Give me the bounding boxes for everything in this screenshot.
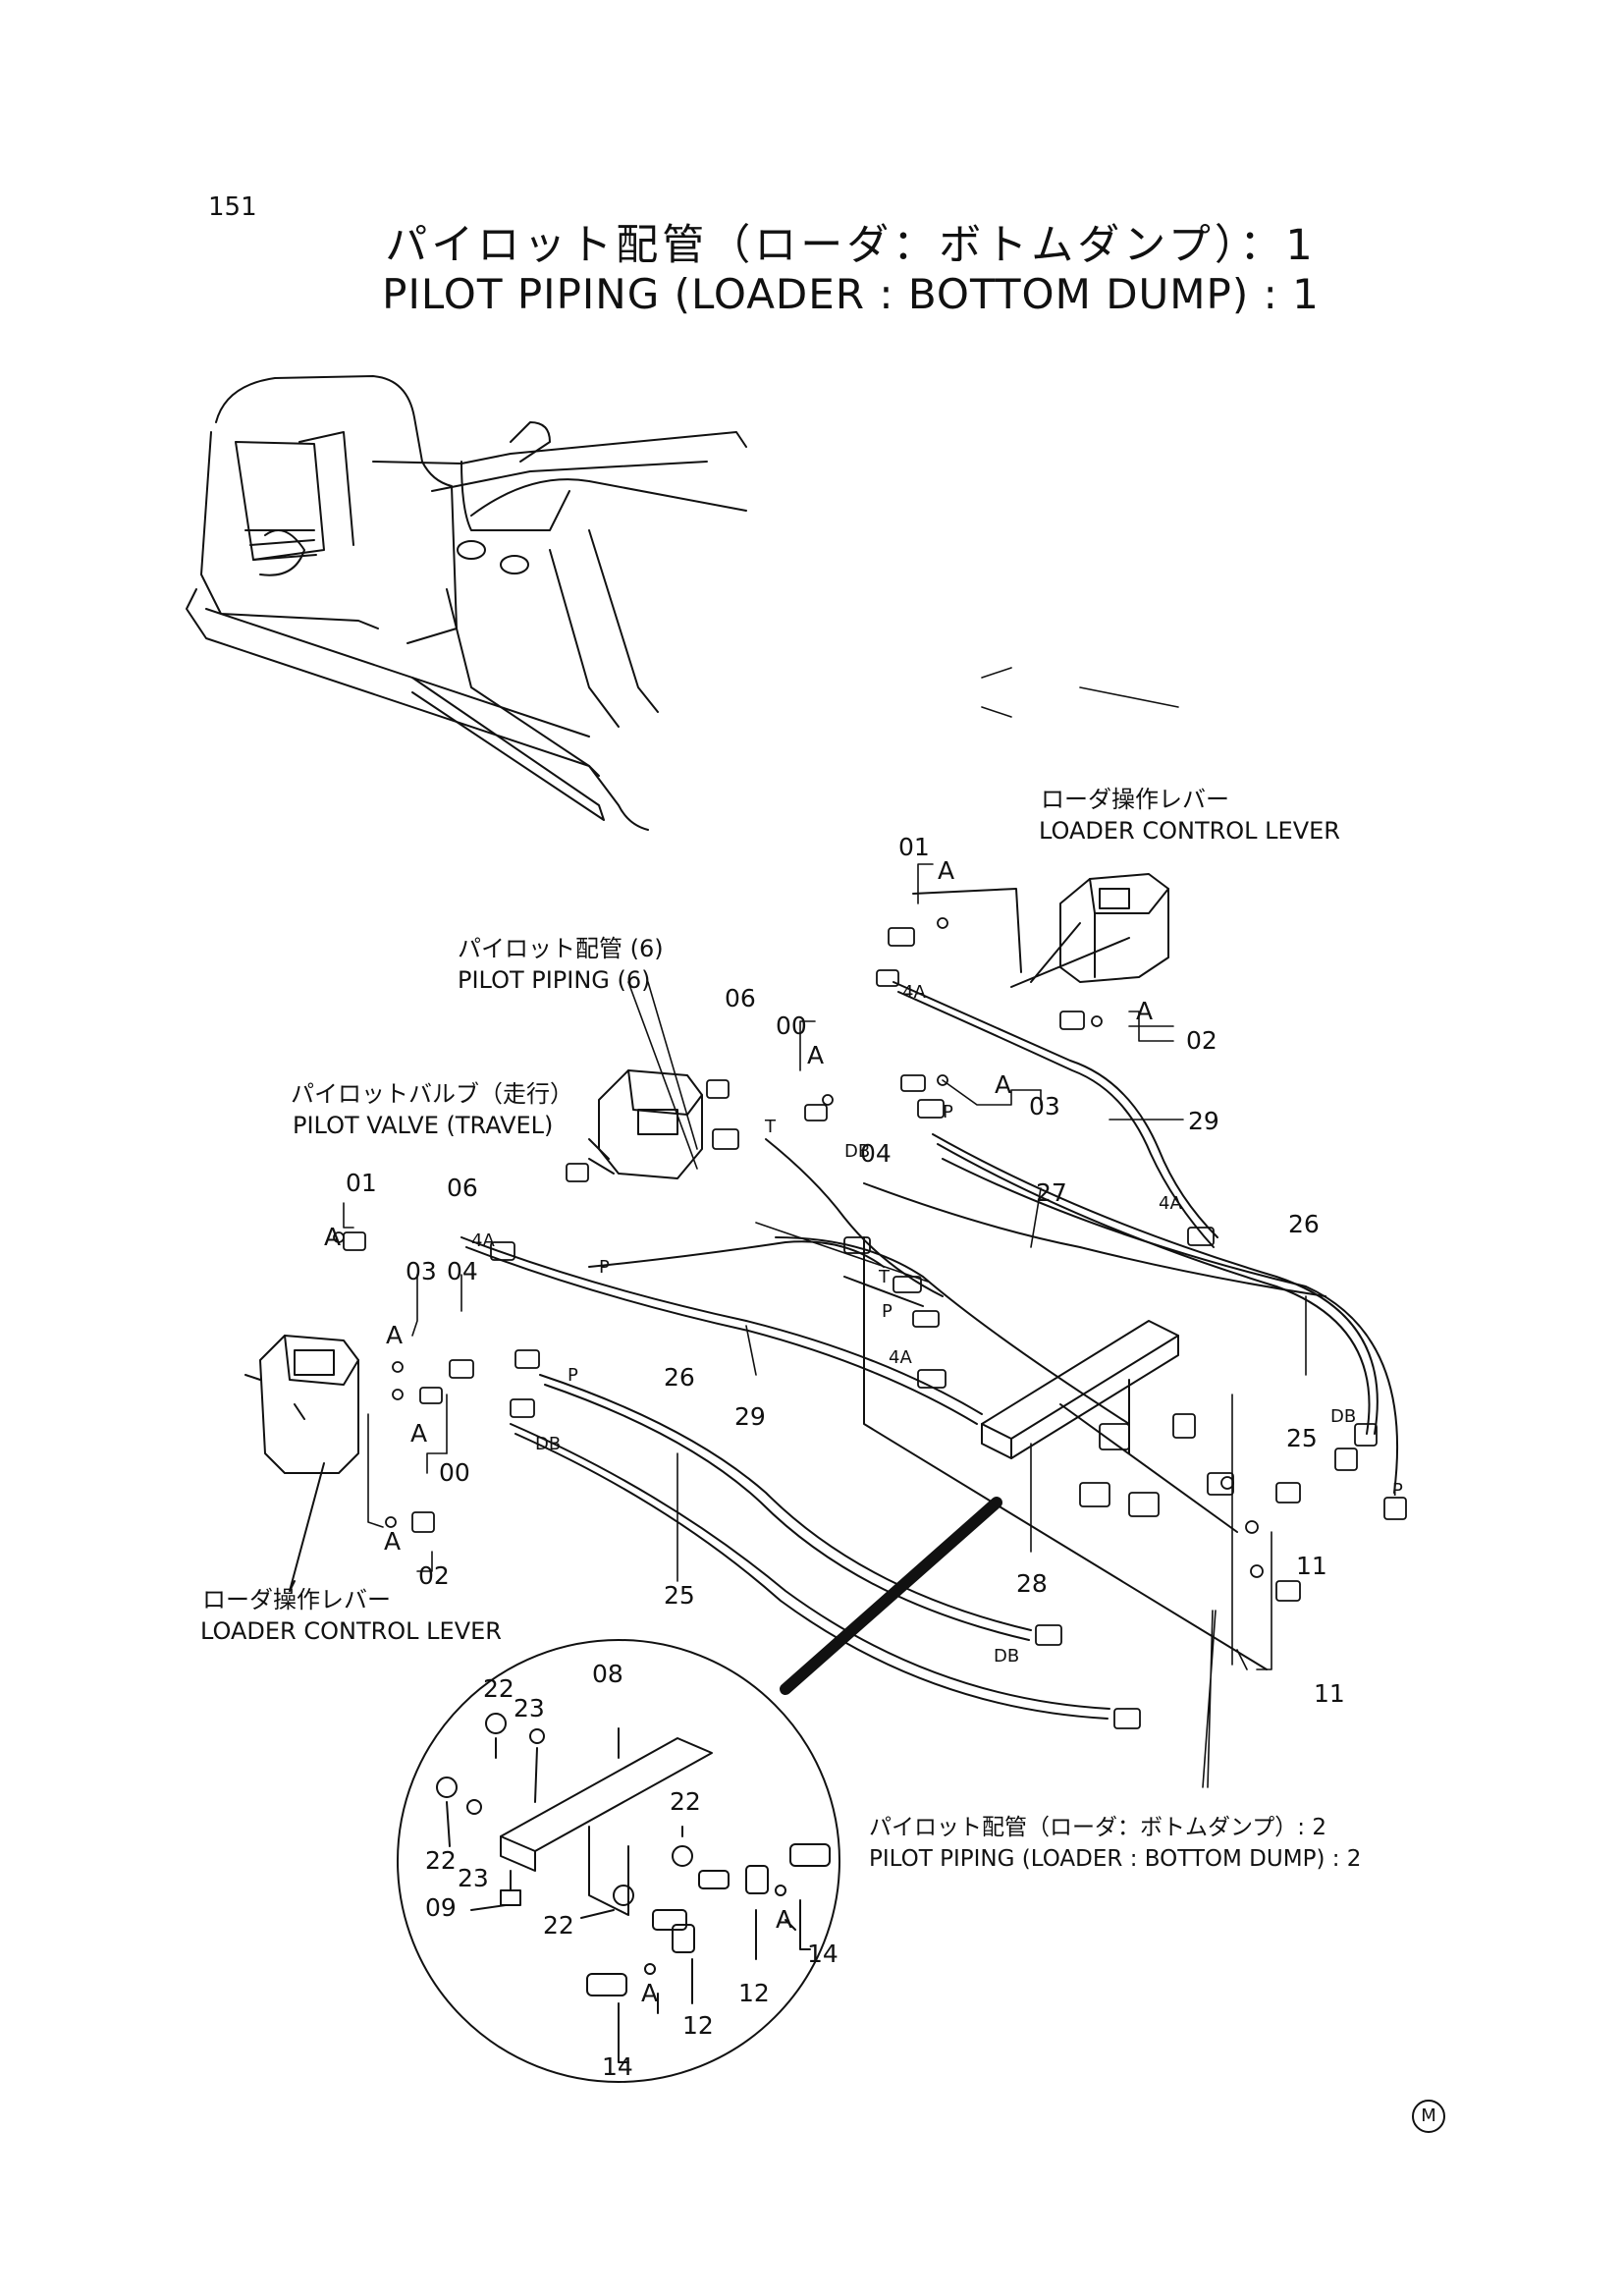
port-label-DB: DB <box>994 1646 1020 1667</box>
title-english: PILOT PIPING (LOADER : BOTTOM DUMP) : 1 <box>382 270 1320 318</box>
port-label-4A: 4A <box>889 1347 912 1368</box>
bracket-assembly <box>863 1236 1268 1670</box>
loader-control-lever-left-label-ja: ローダ操作レバー <box>202 1586 391 1613</box>
part-number-22: 22 <box>670 1787 701 1816</box>
pilot-piping-2-label-en: PILOT PIPING (LOADER : BOTTOM DUMP) : 2 <box>869 1846 1362 1872</box>
part-number-04: 04 <box>860 1139 892 1168</box>
part-number-02: 02 <box>418 1561 450 1590</box>
pilot-valve-travel-label-ja: パイロットバルブ（走行） <box>291 1080 573 1108</box>
loader-control-lever-top-label-ja: ローダ操作レバー <box>1041 786 1229 813</box>
loader-control-lever-left <box>244 1335 359 1592</box>
part-number-09: 09 <box>425 1893 457 1922</box>
part-number-14: 14 <box>602 2052 633 2081</box>
part-number-12: 12 <box>738 1979 770 2007</box>
port-label-4A: 4A <box>902 982 926 1003</box>
port-label-A: A <box>641 1979 659 2007</box>
machine-outline <box>186 375 747 831</box>
part-number-26: 26 <box>664 1363 695 1392</box>
port-label-A: A <box>995 1070 1012 1099</box>
part-number-25: 25 <box>1286 1424 1318 1452</box>
part-number-26: 26 <box>1288 1210 1320 1238</box>
port-label-P: P <box>943 1102 953 1122</box>
part-number-03: 03 <box>1029 1092 1060 1121</box>
port-label-A: A <box>410 1419 428 1448</box>
part-number-08: 08 <box>592 1660 623 1688</box>
port-label-4A: 4A <box>471 1230 495 1251</box>
pilot-valve-travel <box>588 1069 703 1179</box>
part-number-06: 06 <box>447 1174 478 1202</box>
part-number-01: 01 <box>898 833 930 861</box>
part-number-14: 14 <box>807 1940 839 1968</box>
part-number-28: 28 <box>1016 1569 1048 1598</box>
part-number-04: 04 <box>447 1257 478 1285</box>
title-japanese: パイロット配管（ローダ：ボトムダンプ）：1 <box>385 221 1317 270</box>
part-number-23: 23 <box>458 1864 489 1892</box>
part-number-00: 00 <box>439 1458 470 1487</box>
part-number-25: 25 <box>664 1581 695 1610</box>
part-number-22: 22 <box>543 1911 574 1940</box>
fittings <box>333 917 1407 1729</box>
part-number-02: 02 <box>1186 1026 1217 1055</box>
port-label-P: P <box>882 1301 893 1322</box>
pilot-piping-2-label-ja: パイロット配管（ローダ：ボトムダンプ）: 2 <box>869 1815 1327 1840</box>
leader-lines <box>343 667 1307 1788</box>
part-number-01: 01 <box>346 1169 377 1197</box>
port-label-T: T <box>765 1117 776 1137</box>
part-number-12: 12 <box>682 2011 714 2040</box>
port-label-A: A <box>386 1321 404 1349</box>
part-number-11: 11 <box>1296 1552 1327 1580</box>
hoses <box>460 981 1399 1720</box>
part-number-11: 11 <box>1314 1679 1345 1708</box>
circled-m-mark: M <box>1412 2100 1445 2133</box>
port-label-A: A <box>1136 997 1154 1025</box>
part-number-27: 27 <box>1036 1178 1067 1207</box>
port-label-A: A <box>776 1905 793 1934</box>
part-number-29: 29 <box>1188 1107 1219 1135</box>
pilot-valve-travel-label-en: PILOT VALVE (TRAVEL) <box>293 1112 554 1139</box>
port-label-T: T <box>879 1267 890 1287</box>
port-label-A: A <box>807 1041 825 1069</box>
page-number: 151 <box>208 192 257 222</box>
port-label-P: P <box>568 1365 578 1386</box>
part-number-23: 23 <box>514 1694 545 1722</box>
loader-control-lever-top <box>912 873 1169 988</box>
detail-view <box>397 1639 840 2083</box>
port-label-DB: DB <box>1330 1406 1357 1427</box>
pilot-piping-6-label-en: PILOT PIPING (6) <box>458 966 651 994</box>
port-label-4A: 4A <box>1159 1193 1182 1214</box>
port-label-DB: DB <box>844 1141 871 1162</box>
part-number-00: 00 <box>776 1011 807 1040</box>
port-label-A: A <box>384 1527 402 1556</box>
part-number-06: 06 <box>725 984 756 1012</box>
port-label-DB: DB <box>535 1434 562 1454</box>
pilot-piping-6-label-ja: パイロット配管 (6) <box>458 935 664 962</box>
part-number-03: 03 <box>406 1257 437 1285</box>
port-label-A: A <box>938 856 955 885</box>
loader-control-lever-top-label-en: LOADER CONTROL LEVER <box>1039 817 1340 845</box>
part-number-29: 29 <box>734 1402 766 1431</box>
part-number-22: 22 <box>425 1846 457 1875</box>
port-label-P: P <box>599 1257 610 1278</box>
port-label-A: A <box>324 1223 342 1251</box>
part-number-22: 22 <box>483 1674 514 1703</box>
loader-control-lever-left-label-en: LOADER CONTROL LEVER <box>200 1617 502 1645</box>
port-label-P: P <box>1392 1480 1403 1501</box>
